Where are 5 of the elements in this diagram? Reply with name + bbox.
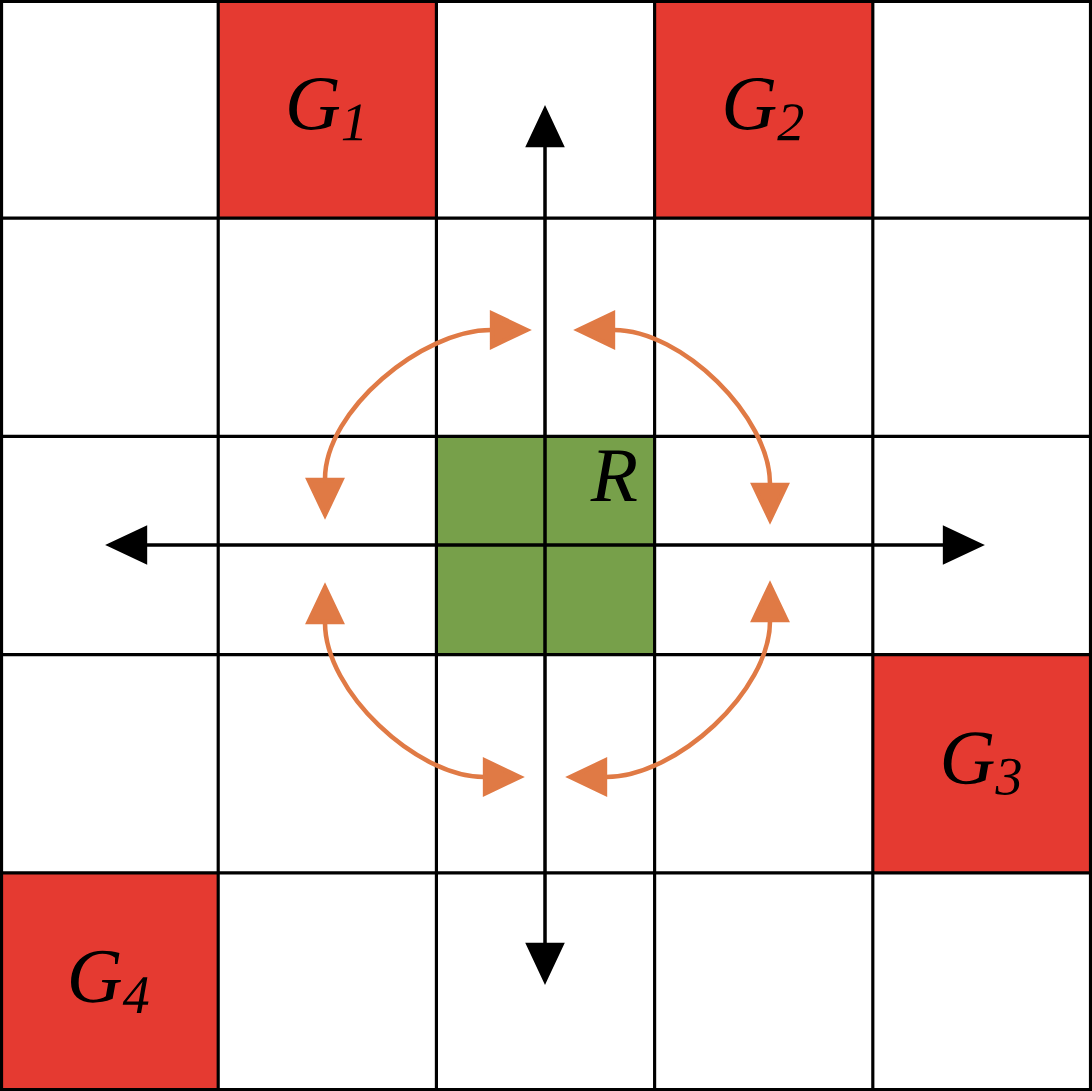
goal-cell: G$_{2}$ [654,0,873,219]
goal-cell: G$_{1}$ [218,0,437,219]
robot-cell: R [436,436,655,655]
goal-cell: G$_{3}$ [872,654,1092,873]
goal-cell: G$_{4}$ [0,872,219,1091]
